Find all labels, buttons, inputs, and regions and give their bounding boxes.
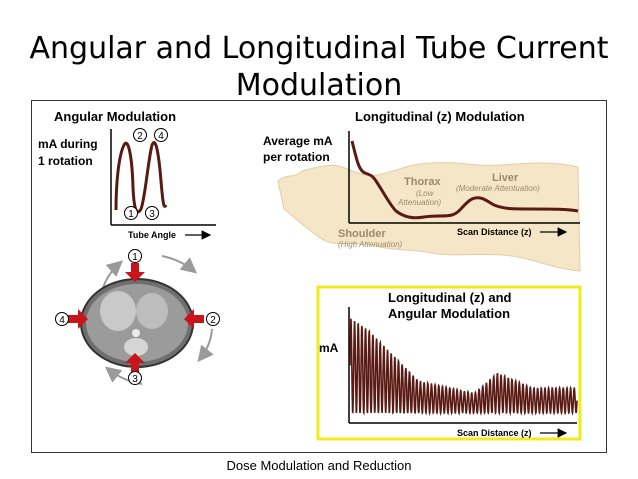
angular-ylabel-line1: mA during (38, 137, 98, 151)
longitudinal-curve (350, 140, 579, 220)
shoulder-label: Shoulder (338, 228, 386, 240)
combined-heading-line2: Angular Modulation (388, 306, 510, 321)
combined-ylabel: mA (319, 341, 339, 355)
angular-axes (110, 129, 216, 226)
combined-curve (349, 318, 578, 417)
figure-panel: Angular Modulation mA during 1 rotation … (31, 100, 607, 453)
angular-curve (114, 141, 168, 214)
thorax-sub-line1: (Low (416, 189, 435, 198)
angular-marker-3: 3 (145, 206, 159, 220)
thorax-sub-line2: Attenuation) (397, 198, 441, 207)
red-arrow-4 (68, 309, 88, 329)
slide-title-line1: Angular and Longitudinal Tube Current (29, 31, 609, 66)
angular-marker-2: 2 (133, 128, 147, 142)
ct-marker-1: 1 (128, 249, 142, 263)
combined-xlabel: Scan Distance (z) (457, 428, 532, 438)
thorax-label: Thorax (404, 176, 442, 188)
combined-heading-line1: Longitudinal (z) and (388, 290, 512, 305)
angular-marker-4: 4 (154, 128, 168, 142)
longitudinal-ylabel-line2: per rotation (263, 150, 330, 164)
figure-diagram: Angular Modulation mA during 1 rotation … (38, 109, 582, 441)
liver-sub: (Moderate Attentuation) (456, 184, 540, 193)
combined-axes (348, 307, 577, 424)
slide-title-line2: Modulation (235, 68, 403, 103)
rotation-arrows (101, 255, 214, 385)
longitudinal-axes (348, 131, 580, 224)
svg-text:4: 4 (158, 131, 164, 142)
angular-xlabel: Tube Angle (128, 230, 176, 240)
shoulder-sub: (High Attenuation) (338, 240, 403, 249)
red-arrow-1 (125, 263, 145, 282)
red-arrow-2 (184, 309, 204, 329)
slide-caption: Dose Modulation and Reduction (226, 458, 412, 473)
ct-marker-3: 3 (128, 371, 142, 385)
longitudinal-heading: Longitudinal (z) Modulation (355, 109, 525, 124)
longitudinal-ylabel-line1: Average mA (263, 134, 333, 148)
angular-marker-1: 1 (124, 206, 138, 220)
svg-text:4: 4 (59, 315, 65, 326)
svg-text:2: 2 (137, 131, 143, 142)
longitudinal-xlabel: Scan Distance (z) (457, 227, 532, 237)
svg-text:2: 2 (210, 315, 216, 326)
ct-marker-2: 2 (206, 312, 220, 326)
svg-text:1: 1 (132, 252, 138, 263)
svg-text:3: 3 (132, 374, 138, 385)
red-arrow-3 (125, 353, 145, 372)
angular-ylabel-line2: 1 rotation (38, 154, 93, 168)
ct-marker-4: 4 (55, 312, 69, 326)
highlight-box (316, 285, 582, 441)
slide-title: Angular and Longitudinal Tube Current Mo… (0, 30, 638, 104)
svg-text:3: 3 (149, 209, 155, 220)
ct-body-section (80, 278, 194, 368)
liver-label: Liver (492, 172, 519, 184)
svg-text:1: 1 (128, 209, 134, 220)
angular-heading: Angular Modulation (54, 109, 176, 124)
